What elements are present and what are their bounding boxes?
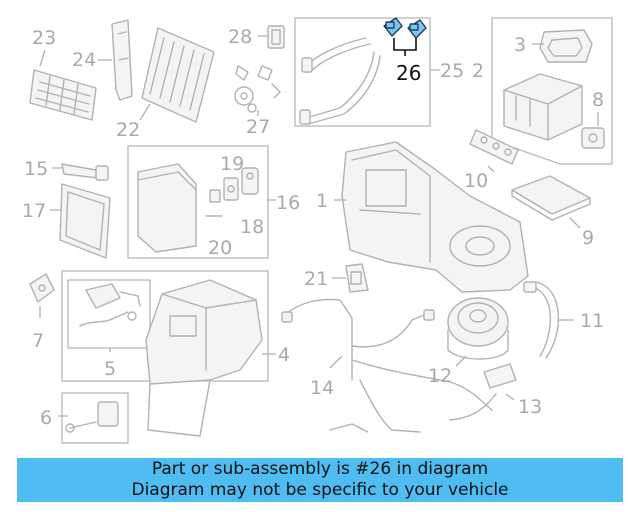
group-box-5 [67, 279, 151, 349]
callout-9: 9 [582, 227, 594, 249]
callout-12: 12 [428, 365, 452, 387]
callout-10: 10 [464, 170, 488, 192]
callout-13: 13 [518, 396, 542, 418]
group-box-2 [491, 17, 613, 165]
callout-22: 22 [116, 119, 140, 141]
part-24-bracket [111, 19, 133, 101]
part-8-actuator [581, 127, 605, 149]
group-box-6 [61, 392, 129, 444]
callout-19: 19 [220, 153, 244, 175]
group-box-16 [127, 145, 269, 259]
part-15-sensor [61, 163, 109, 181]
group-box-25 [294, 17, 431, 127]
callout-27: 27 [246, 116, 270, 138]
part-1-hvac-housing [341, 141, 529, 293]
part-16-control-module [137, 163, 197, 253]
callout-2: 2 [472, 60, 484, 82]
callout-14: 14 [310, 377, 334, 399]
part-2-case [503, 73, 583, 141]
part-19-connector [223, 177, 239, 201]
callout-4: 4 [278, 344, 290, 366]
callout-28: 28 [228, 26, 252, 48]
part-5-linkage [79, 283, 141, 327]
callout-17: 17 [22, 200, 46, 222]
part-13-resistor [483, 363, 517, 389]
callout-23: 23 [32, 27, 56, 49]
part-9-filter [511, 175, 591, 221]
part-26-leader [393, 38, 417, 51]
callout-5: 5 [104, 358, 116, 380]
part-7-bracket [29, 273, 55, 303]
part-11-hose [523, 281, 560, 359]
info-banner: Part or sub-assembly is #26 in diagram D… [17, 458, 623, 502]
part-26-connector-highlight [383, 17, 427, 39]
part-10-seal [469, 129, 519, 165]
parts-diagram: 23 24 22 28 27 26 25 2 3 8 15 19 1 10 17… [22, 17, 613, 444]
part-6-actuator [65, 401, 119, 433]
part-20-screw [205, 189, 223, 217]
part-21-bracket [345, 263, 369, 293]
part-22-evaporator [141, 27, 215, 123]
callout-6: 6 [40, 407, 52, 429]
callout-18: 18 [240, 216, 264, 238]
callout-1: 1 [316, 190, 328, 212]
part-18-relay [241, 167, 259, 195]
part-25-tube-assembly [299, 37, 381, 125]
part-4-lower-case [145, 279, 263, 437]
callout-24: 24 [72, 49, 96, 71]
banner-line-1: Part or sub-assembly is #26 in diagram [151, 459, 489, 479]
part-12-blower [447, 297, 509, 360]
callout-7: 7 [32, 330, 44, 352]
callout-20: 20 [208, 237, 232, 259]
part-3-gasket [539, 29, 593, 63]
callout-26: 26 [396, 61, 421, 85]
part-27-hardware [234, 65, 281, 113]
part-23-heater-grid [29, 69, 97, 121]
part-14-wiring-harness [281, 298, 497, 433]
banner-line-2: Diagram may not be specific to your vehi… [131, 480, 509, 500]
callout-8: 8 [592, 89, 604, 111]
callout-16: 16 [276, 192, 300, 214]
callout-21: 21 [304, 268, 328, 290]
callout-11: 11 [580, 310, 604, 332]
callout-25: 25 [440, 60, 464, 82]
callout-15: 15 [24, 158, 48, 180]
part-17-heater-core [59, 183, 111, 259]
callout-3: 3 [514, 34, 526, 56]
part-28-clip [267, 25, 285, 49]
